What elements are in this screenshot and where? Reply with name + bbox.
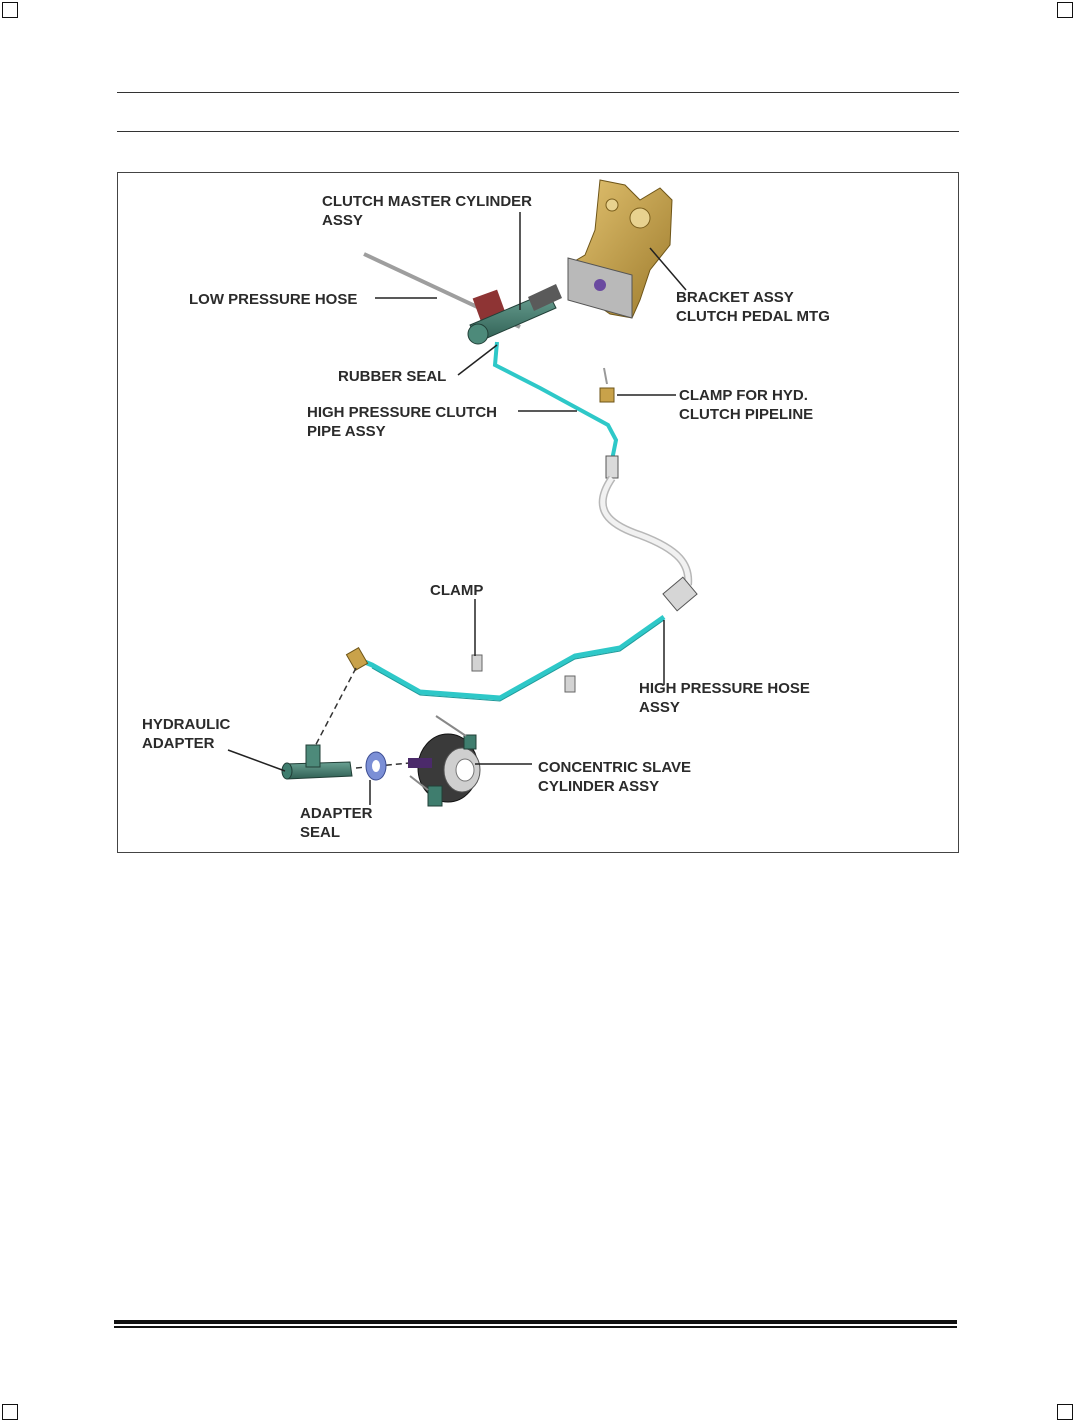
- clutch-hydraulic-diagram: [227, 179, 698, 807]
- header-rule-top: [117, 92, 959, 93]
- concentric-slave-cylinder-part: [408, 715, 481, 807]
- label-hydraulic-adapter: HYDRAULIC ADAPTER: [142, 716, 231, 752]
- label-low-pressure-hose: LOW PRESSURE HOSE: [189, 291, 358, 308]
- high-pressure-clutch-pipe-part: [492, 341, 619, 461]
- label-high-pressure-clutch-pipe: HIGH PRESSURE CLUTCH PIPE ASSY: [307, 404, 498, 440]
- clutch-master-cylinder-part: [467, 284, 562, 345]
- label-clamp: CLAMP: [430, 582, 484, 599]
- adapter-seal-part: [365, 751, 387, 781]
- label-high-pressure-hose: HIGH PRESSURE HOSE ASSY: [639, 680, 810, 716]
- lower-clutch-pipe-part: [359, 614, 666, 701]
- footer-rule-thick: [114, 1320, 957, 1324]
- crop-mark-top-left: [2, 2, 18, 18]
- label-adapter-seal: ADAPTER SEAL: [300, 805, 373, 841]
- clamp-part: [471, 654, 576, 693]
- label-rubber-seal: RUBBER SEAL: [338, 368, 447, 385]
- high-pressure-hose-part: [598, 475, 693, 586]
- header-rule-bottom: [117, 131, 959, 132]
- label-clamp-hyd-pipeline: CLAMP FOR HYD. CLUTCH PIPELINE: [679, 387, 814, 423]
- crop-mark-bottom-left: [2, 1404, 18, 1420]
- label-clutch-master-cylinder: CLUTCH MASTER CYLINDER ASSY: [322, 193, 532, 229]
- label-bracket-assy: BRACKET ASSY CLUTCH PEDAL MTG: [676, 289, 830, 325]
- leader-lines: [227, 212, 687, 805]
- figure-frame: [117, 172, 959, 853]
- hydraulic-adapter-part: [281, 744, 353, 780]
- label-concentric-slave-cylinder: CONCENTRIC SLAVE CYLINDER ASSY: [538, 759, 692, 795]
- footer-rule-thin: [114, 1326, 957, 1328]
- crop-mark-top-right: [1057, 2, 1073, 18]
- bracket-assy-part: [567, 179, 673, 319]
- clamp-hyd-pipeline-part: [599, 367, 615, 403]
- crop-mark-bottom-right: [1057, 1404, 1073, 1420]
